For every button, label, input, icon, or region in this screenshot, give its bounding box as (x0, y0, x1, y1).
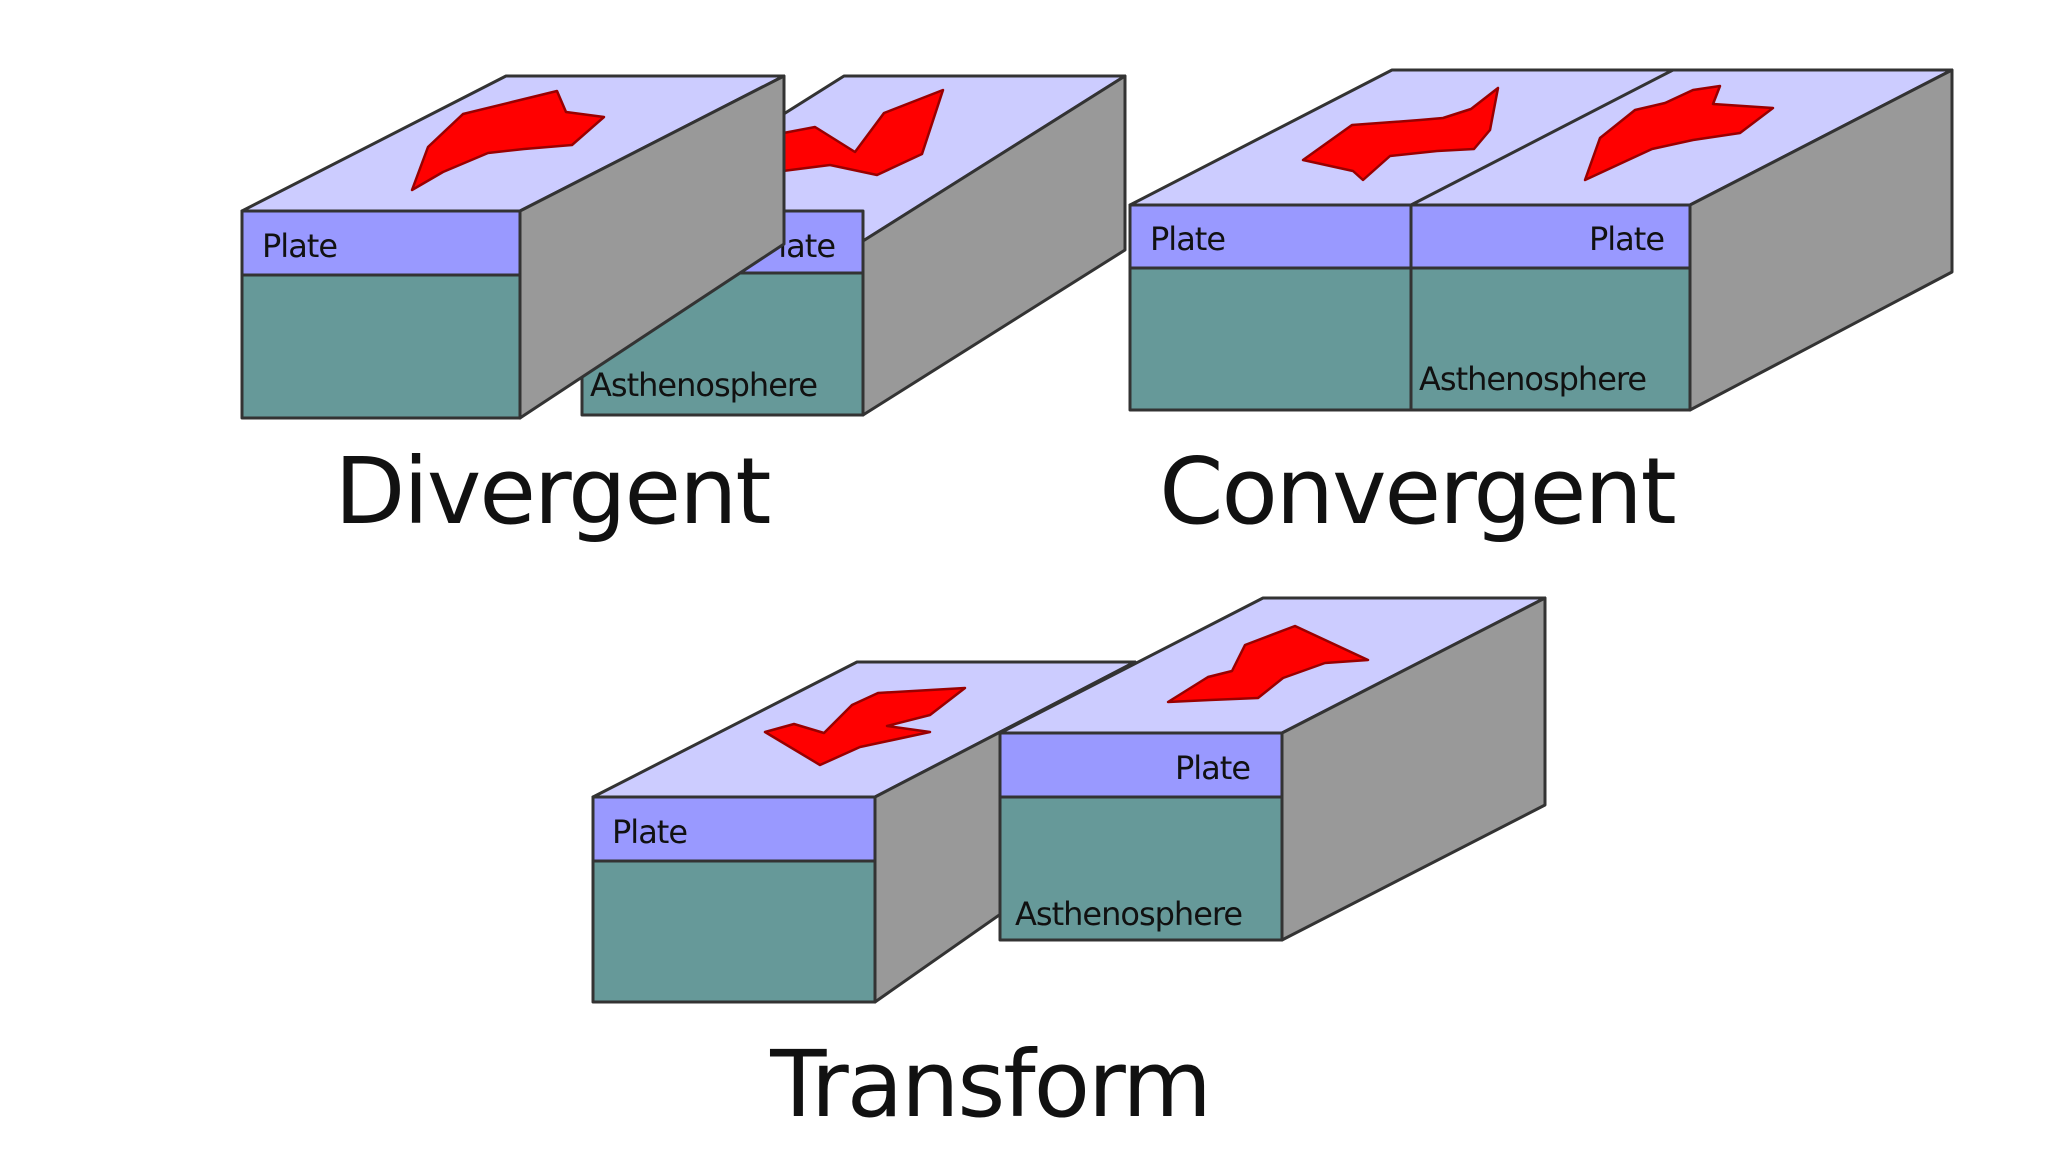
arrow-left-icon (1583, 84, 1775, 182)
divergent-group: Plate Asthenosphere Plate Divergent (240, 74, 1127, 545)
convergent-right-block: Plate Asthenosphere (1409, 84, 1775, 412)
plate-label: Plate (612, 813, 687, 851)
plate-layer (1128, 203, 1413, 270)
plate-layer (591, 795, 877, 863)
transform-right-block: Plate Asthenosphere (998, 596, 1547, 942)
asthenosphere-label: Asthenosphere (1419, 360, 1646, 398)
plate-layer (998, 731, 1284, 799)
plate-label: Plate (1175, 749, 1250, 787)
asthenosphere-layer (591, 859, 877, 1004)
plate-label: Plate (1150, 220, 1225, 258)
convergent-left-block: Plate (1128, 86, 1500, 412)
convergent-title: Convergent (1159, 438, 1674, 545)
transform-title: Transform (769, 1031, 1210, 1138)
arrow-right-icon (755, 88, 945, 177)
divergent-left-block: Plate (240, 74, 786, 420)
plate-boundary-line (1410, 68, 1674, 207)
plate-layer (1409, 203, 1692, 270)
arrow-left-icon (410, 89, 606, 192)
asthenosphere-label: Asthenosphere (1015, 895, 1242, 933)
asthenosphere-layer (240, 273, 522, 420)
arrow-down-left-icon (763, 686, 967, 767)
plate-label: Plate (1589, 220, 1664, 258)
plate-label: Plate (262, 227, 337, 265)
asthenosphere-layer (998, 795, 1284, 942)
asthenosphere-layer (1409, 266, 1692, 412)
asthenosphere-layer (1128, 266, 1413, 412)
divergent-title: Divergent (334, 438, 769, 545)
asthenosphere-label: Asthenosphere (590, 366, 817, 404)
arrow-right-icon (1301, 86, 1500, 182)
convergent-group: Plate Plate Asthenosphere Convergent (1128, 68, 1954, 545)
arrow-up-right-icon (1166, 624, 1370, 704)
transform-group: Plate Plate Asthenosphere Transform (591, 596, 1547, 1138)
